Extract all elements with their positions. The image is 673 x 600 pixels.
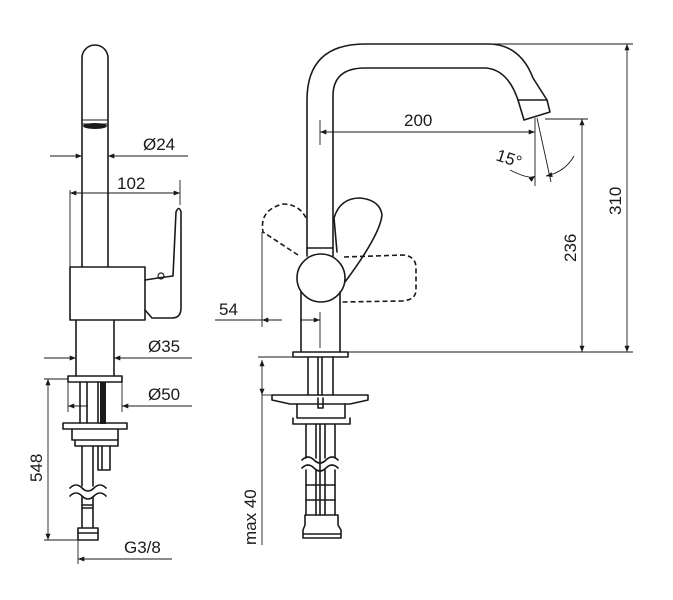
front-handle-hub <box>296 253 346 303</box>
dim-hose-length-label: 548 <box>27 454 46 482</box>
front-bottom-cap <box>302 514 342 539</box>
dim-max-thickness: max 40 <box>241 356 293 545</box>
dim-total-height: 310 <box>348 43 633 353</box>
side-lever <box>144 207 182 319</box>
dim-spout-height-label: 236 <box>561 234 580 262</box>
side-threaded-rod <box>100 382 106 424</box>
front-handle-solid <box>333 197 383 283</box>
front-spout-outer <box>306 43 548 257</box>
front-mounting-plate <box>271 394 369 405</box>
side-break-symbol <box>69 484 107 500</box>
front-view: 200 15° 236 310 54 <box>215 43 633 545</box>
dim-spout-height: 236 <box>545 118 588 352</box>
dim-connection: G3/8 <box>77 538 172 564</box>
dim-base-diameter: Ø50 <box>67 382 192 412</box>
dim-handle-offset-label: 54 <box>219 300 238 319</box>
dim-depth: 102 <box>69 174 181 267</box>
dim-spout-diameter: Ø24 <box>50 135 188 159</box>
side-hose-ring <box>81 504 94 509</box>
dim-connection-label: G3/8 <box>124 538 161 557</box>
front-clamp-block <box>296 397 346 419</box>
dim-body-diameter: Ø35 <box>44 337 192 361</box>
front-threaded-rods <box>305 423 336 516</box>
dim-body-diameter-label: Ø35 <box>148 337 180 356</box>
dim-handle-offset: 54 <box>215 232 321 348</box>
side-lever-pin <box>157 272 165 280</box>
dim-base-diameter-label: Ø50 <box>148 385 180 404</box>
front-shank <box>307 356 334 396</box>
side-spout-tube <box>81 44 109 268</box>
side-shank <box>79 381 99 424</box>
dim-max-thickness-label: max 40 <box>241 489 260 545</box>
side-connector <box>77 527 99 541</box>
dim-reach: 200 <box>319 111 535 145</box>
front-base-plate <box>292 351 349 358</box>
side-hose <box>81 445 94 529</box>
front-spout-inner <box>332 67 519 257</box>
front-lower-body <box>300 291 341 353</box>
front-nuts <box>292 417 351 425</box>
front-handle-dashed-left <box>261 203 308 256</box>
front-aerator <box>517 99 551 121</box>
dim-total-height-label: 310 <box>606 187 625 215</box>
side-view: Ø24 102 Ø35 Ø50 548 G3 <box>27 44 192 564</box>
side-studs <box>97 445 111 471</box>
dim-reach-label: 200 <box>404 111 432 130</box>
side-mounting-plate <box>62 422 128 430</box>
front-handle-dashed-right <box>341 254 417 303</box>
dim-hose-length: 548 <box>27 378 78 541</box>
dim-spout-diameter-label: Ø24 <box>143 135 175 154</box>
side-lower-body <box>75 319 115 377</box>
side-aerator-band <box>83 123 107 129</box>
side-nut <box>71 428 119 447</box>
dim-swivel-angle-label: 15° <box>494 146 524 172</box>
front-break-symbol <box>301 456 339 472</box>
side-body <box>69 266 146 321</box>
dim-depth-label: 102 <box>117 174 145 193</box>
front-rod-rings <box>305 484 336 501</box>
side-base-plate <box>67 375 123 383</box>
dim-swivel-angle: 15° <box>494 117 575 186</box>
